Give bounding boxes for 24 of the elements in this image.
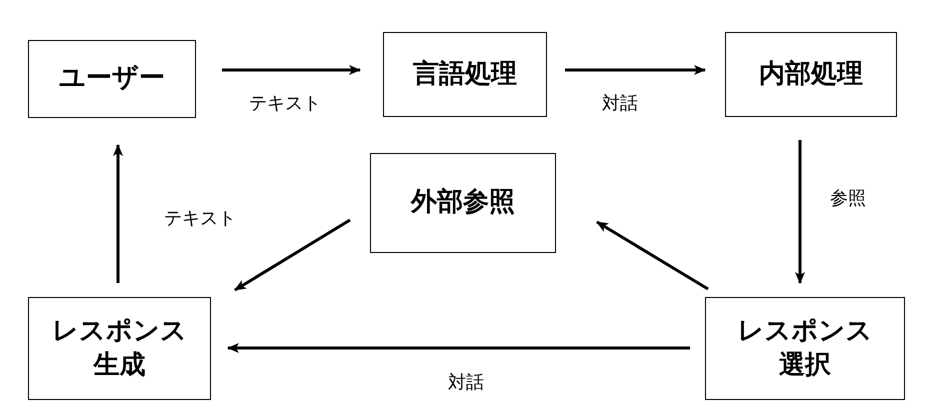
process-box — [28, 40, 196, 118]
edge-label: テキスト — [249, 92, 321, 115]
process-box — [28, 297, 211, 400]
arrow — [596, 220, 709, 290]
node-label: 言語処理 — [412, 58, 518, 91]
arrow — [234, 218, 351, 292]
process-box — [705, 297, 905, 400]
arrow — [795, 140, 805, 284]
edge-label: テキスト — [164, 207, 236, 230]
edge-label: 対話 — [448, 371, 484, 394]
arrow — [113, 144, 123, 283]
node-label: 内部処理 — [758, 58, 864, 91]
node-label: レスポンス選択 — [736, 314, 874, 382]
arrow — [227, 343, 690, 353]
process-box — [383, 32, 547, 117]
arrow — [565, 65, 706, 75]
process-box — [725, 32, 897, 117]
node-label: ユーザー — [58, 62, 166, 96]
node-label: レスポンス生成 — [51, 314, 188, 382]
process-box — [370, 153, 556, 253]
node-label: 外部参照 — [410, 186, 516, 220]
edge-label: 対話 — [602, 92, 638, 115]
edge-label: 参照 — [830, 187, 866, 210]
arrow — [222, 65, 361, 75]
